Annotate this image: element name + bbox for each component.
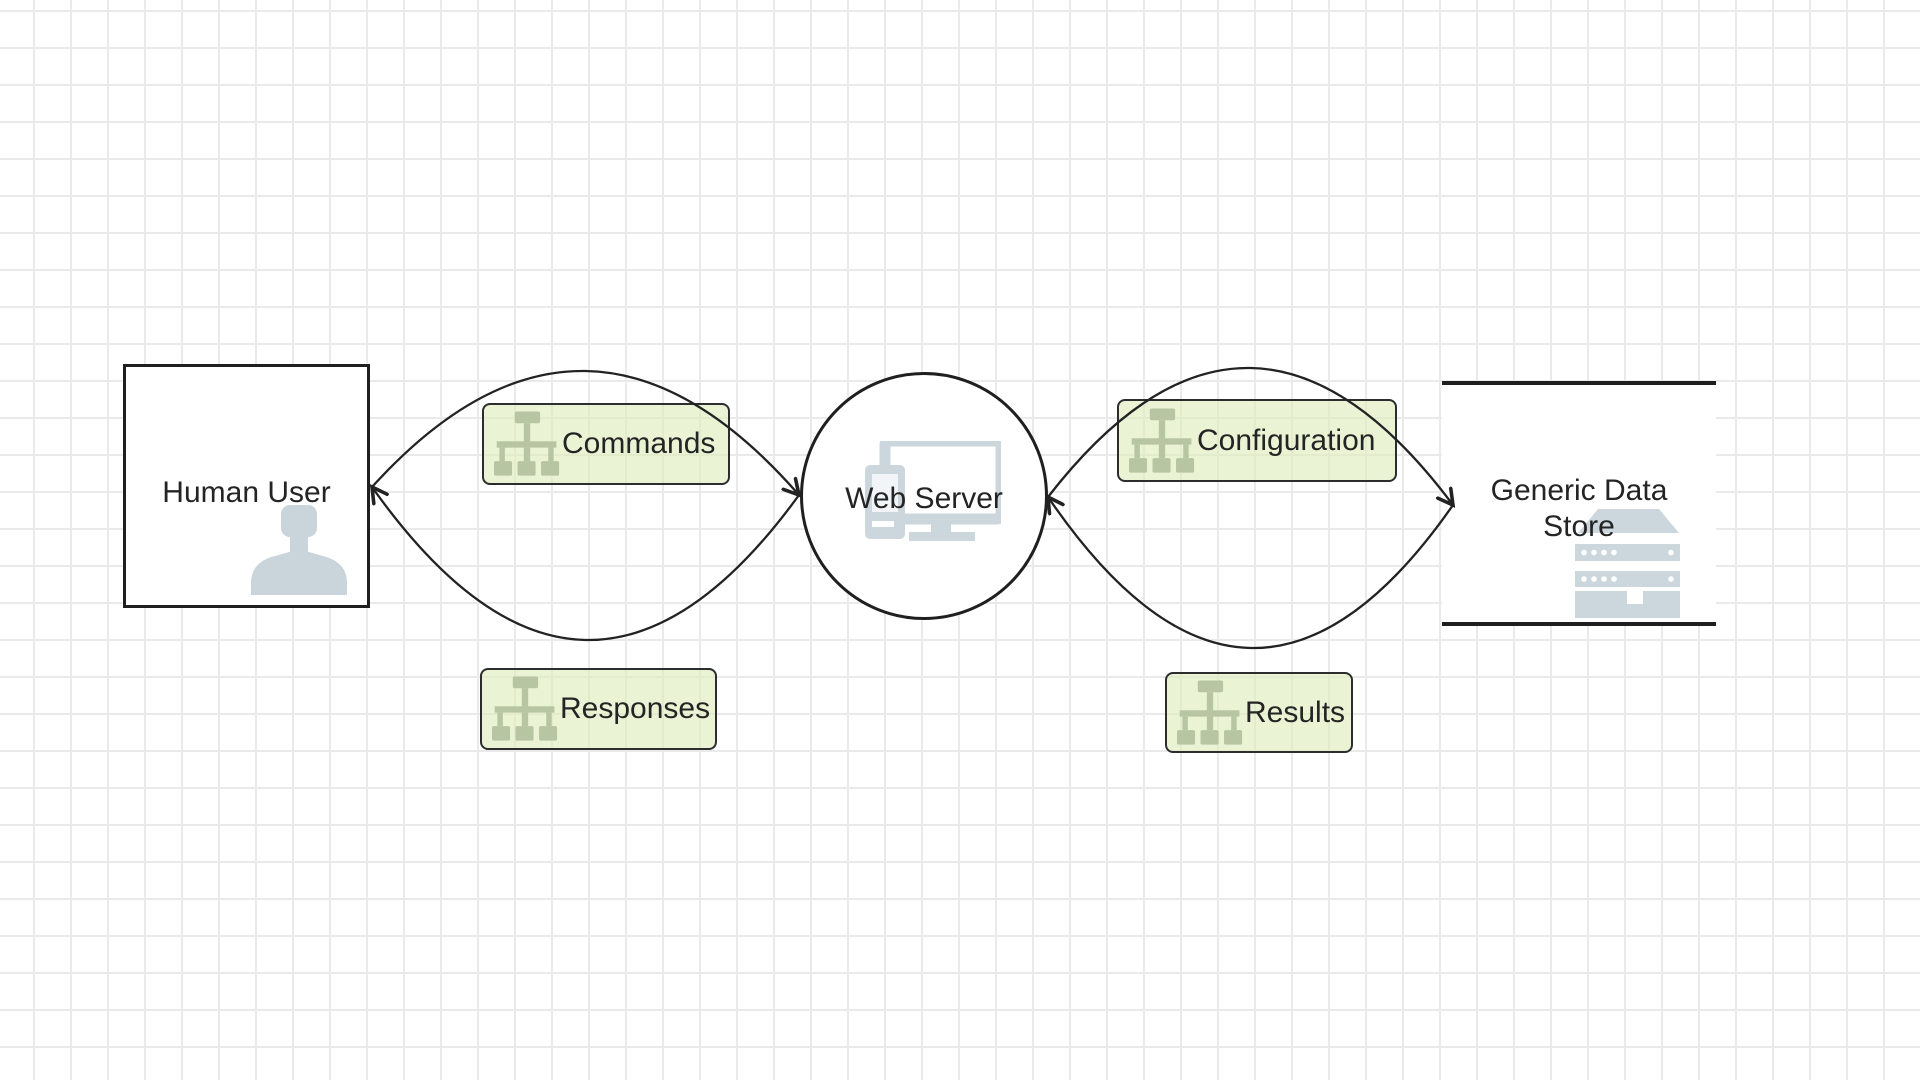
flow-label-commands[interactable]: Commands (482, 403, 730, 485)
server-stack-icon (1575, 509, 1680, 618)
flow-line-configuration[interactable] (1047, 366, 1453, 505)
flow-label-responses-text: Responses (560, 692, 711, 725)
org-tree-icon (1129, 407, 1195, 473)
org-tree-icon (1177, 679, 1243, 745)
flow-label-configuration-text: Configuration (1197, 423, 1376, 457)
node-generic-data-store[interactable]: Generic Data Store (1442, 381, 1716, 626)
web-server-label: Web Server (845, 482, 1003, 515)
flow-label-results[interactable]: Results (1165, 672, 1353, 753)
human-user-label: Human User (162, 476, 331, 509)
node-human-user[interactable]: Human User (123, 364, 370, 608)
generic-data-store-label: Generic Data Store (1490, 474, 1668, 543)
computer-devices-icon (865, 441, 1001, 541)
person-icon (251, 505, 347, 595)
flow-line-responses[interactable] (372, 487, 800, 642)
flow-line-results[interactable] (1048, 497, 1454, 650)
flow-label-configuration[interactable]: Configuration (1117, 399, 1397, 482)
node-web-server[interactable]: Web Server (800, 372, 1048, 620)
flow-label-responses[interactable]: Responses (480, 668, 717, 750)
flow-label-results-text: Results (1245, 695, 1346, 729)
org-tree-icon (494, 411, 560, 476)
flow-line-commands[interactable] (371, 369, 799, 495)
org-tree-icon (492, 676, 558, 741)
flow-label-commands-text: Commands (562, 427, 716, 460)
